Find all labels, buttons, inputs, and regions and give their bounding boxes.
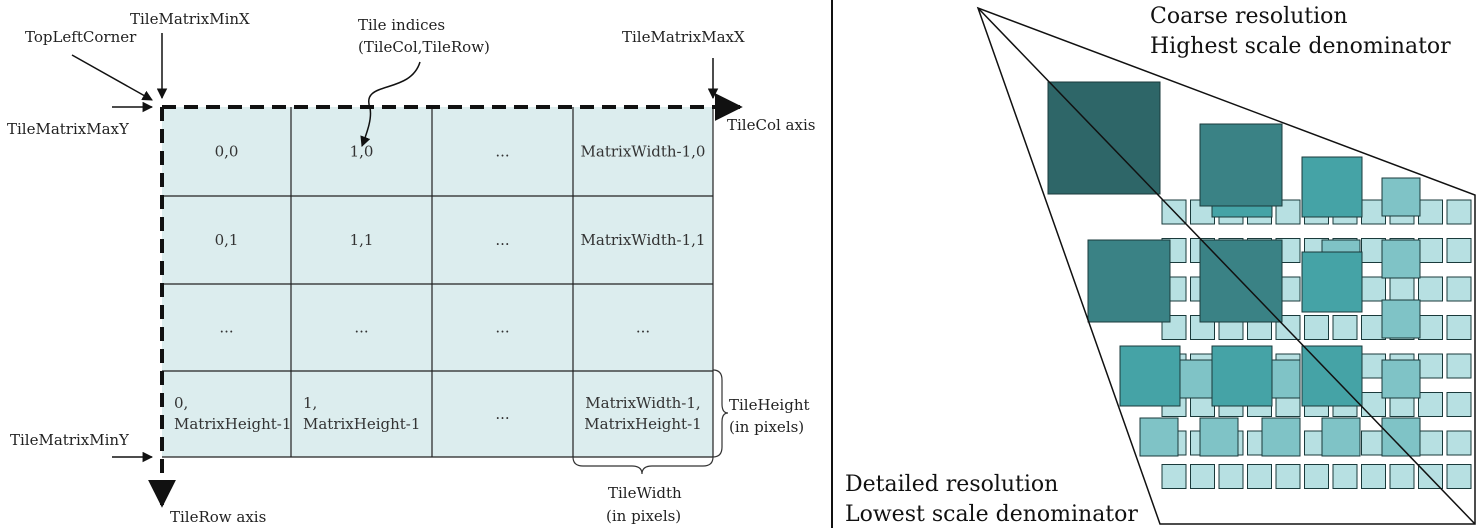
pyramid-tile (1275, 199, 1301, 225)
pyramid-tile (1247, 464, 1272, 489)
pyramid-tile (1446, 430, 1472, 456)
tile-indices-sublabel: (TileCol,TileRow) (358, 38, 490, 56)
pyramid-tile (1332, 315, 1358, 340)
tile-index-label: ... (495, 231, 509, 249)
pyramid-tile (1418, 430, 1443, 456)
tile-index-label: ... (495, 405, 509, 423)
tilerow-axis-label: TileRow axis (170, 508, 266, 526)
pyramid-tile (1139, 417, 1179, 457)
tile-matrix-panel: 0,0 1,0... MatrixWidth-1,0 0,1 1,1... MatrixW… (7, 10, 815, 526)
coarse-resolution-label: Coarse resolution (1150, 4, 1348, 29)
tile-index-label: 1,1 (350, 231, 374, 249)
detailed-resolution-label: Detailed resolution (845, 472, 1058, 497)
pyramid-tile (1381, 177, 1421, 217)
tile-indices-label: Tile indices (358, 16, 445, 34)
pyramid-tile (1275, 464, 1301, 489)
pyramid-tile (1304, 315, 1329, 340)
tile-matrix-max-x-label: TileMatrixMaxX (622, 28, 745, 46)
tile-index-label: MatrixHeight-1 (174, 415, 291, 433)
pyramid-tiles (1047, 81, 1472, 489)
pyramid-tile (1446, 199, 1472, 225)
pyramid-tile (1446, 315, 1472, 340)
tile-index-label: 0,1 (215, 231, 239, 249)
lowest-scale-denominator-label: Lowest scale denominator (845, 502, 1138, 527)
pyramid-tile (1087, 239, 1171, 323)
pyramid-tile (1301, 156, 1363, 218)
pyramid-tile (1446, 353, 1472, 379)
pyramid-tile (1361, 464, 1386, 489)
pyramid-tile (1361, 276, 1386, 302)
pyramid-tile (1199, 417, 1239, 457)
pyramid-tile (1199, 123, 1283, 207)
pyramid-tile (1446, 464, 1472, 489)
tile-index-label: 1, (303, 394, 317, 412)
tile-index-label: 0, (174, 394, 188, 412)
pyramid-tile (1381, 417, 1421, 457)
pyramid-tile (1446, 392, 1472, 417)
tile-width-brace (572, 456, 714, 475)
pyramid-tile (1418, 238, 1443, 263)
tile-index-label: MatrixWidth-1,0 (581, 143, 706, 161)
tile-matrix-max-y-label: TileMatrixMaxY (7, 120, 130, 138)
pyramid-tile (1301, 251, 1363, 313)
tile-height-unit-label: (in pixels) (729, 418, 804, 436)
tile-index-label: MatrixWidth-1, (585, 394, 700, 412)
tile-index-label: ... (219, 319, 233, 337)
tile-index-label: 0,0 (215, 143, 239, 161)
tile-width-unit-label: (in pixels) (606, 507, 681, 525)
pyramid-tile (1418, 392, 1443, 417)
tile-matrix-min-y-label: TileMatrixMinY (10, 431, 130, 449)
tile-index-label: ... (495, 319, 509, 337)
pyramid-tile (1161, 464, 1187, 489)
tile-width-label: TileWidth (608, 484, 682, 502)
tile-index-label: 1,0 (350, 143, 374, 161)
tile-index-label: MatrixHeight-1 (303, 415, 420, 433)
matrix-grid-lines (162, 107, 714, 458)
pyramid-tile (1304, 464, 1329, 489)
pyramid-tile (1119, 345, 1181, 407)
tile-height-label: TileHeight (729, 396, 810, 414)
tile-pyramid-panel: Coarse resolution Highest scale denomina… (845, 4, 1476, 527)
pyramid-tile (1446, 276, 1472, 302)
tile-index-label: MatrixWidth-1,1 (581, 231, 706, 249)
pyramid-tile (1381, 299, 1421, 339)
tile-index-label: MatrixHeight-1 (584, 415, 701, 433)
pyramid-tile (1418, 276, 1443, 302)
pyramid-tile (1381, 359, 1421, 399)
pyramid-tile (1211, 345, 1273, 407)
matrix-cells: 0,0 1,0... MatrixWidth-1,0 0,1 1,1... MatrixW… (174, 143, 705, 434)
pyramid-tile (1332, 464, 1358, 489)
pyramid-tile (1261, 417, 1301, 457)
pyramid-tile (1190, 464, 1215, 489)
tilecol-axis-label: TileCol axis (727, 116, 815, 134)
pyramid-tile (1218, 464, 1244, 489)
pyramid-tile (1321, 417, 1361, 457)
matrix-grid-background (162, 107, 713, 457)
pyramid-tile (1446, 238, 1472, 263)
tile-indices-pointer (360, 61, 421, 147)
top-left-corner-label: TopLeftCorner (25, 28, 137, 46)
pyramid-tile (1418, 315, 1443, 340)
tile-matrix-min-x-label: TileMatrixMinX (130, 10, 250, 28)
pyramid-tile (1389, 276, 1415, 302)
tile-index-label: ... (354, 319, 368, 337)
highest-scale-denominator-label: Highest scale denominator (1150, 34, 1451, 59)
tile-height-brace (712, 369, 729, 458)
tile-index-label: ... (636, 319, 650, 337)
pyramid-tile (1418, 199, 1443, 225)
tile-index-label: ... (495, 143, 509, 161)
pyramid-diagonal (977, 7, 1476, 525)
top-left-corner-pointer (71, 54, 153, 101)
pyramid-tile (1381, 239, 1421, 279)
pyramid-tile (1418, 353, 1443, 379)
pyramid-tile (1389, 464, 1415, 489)
